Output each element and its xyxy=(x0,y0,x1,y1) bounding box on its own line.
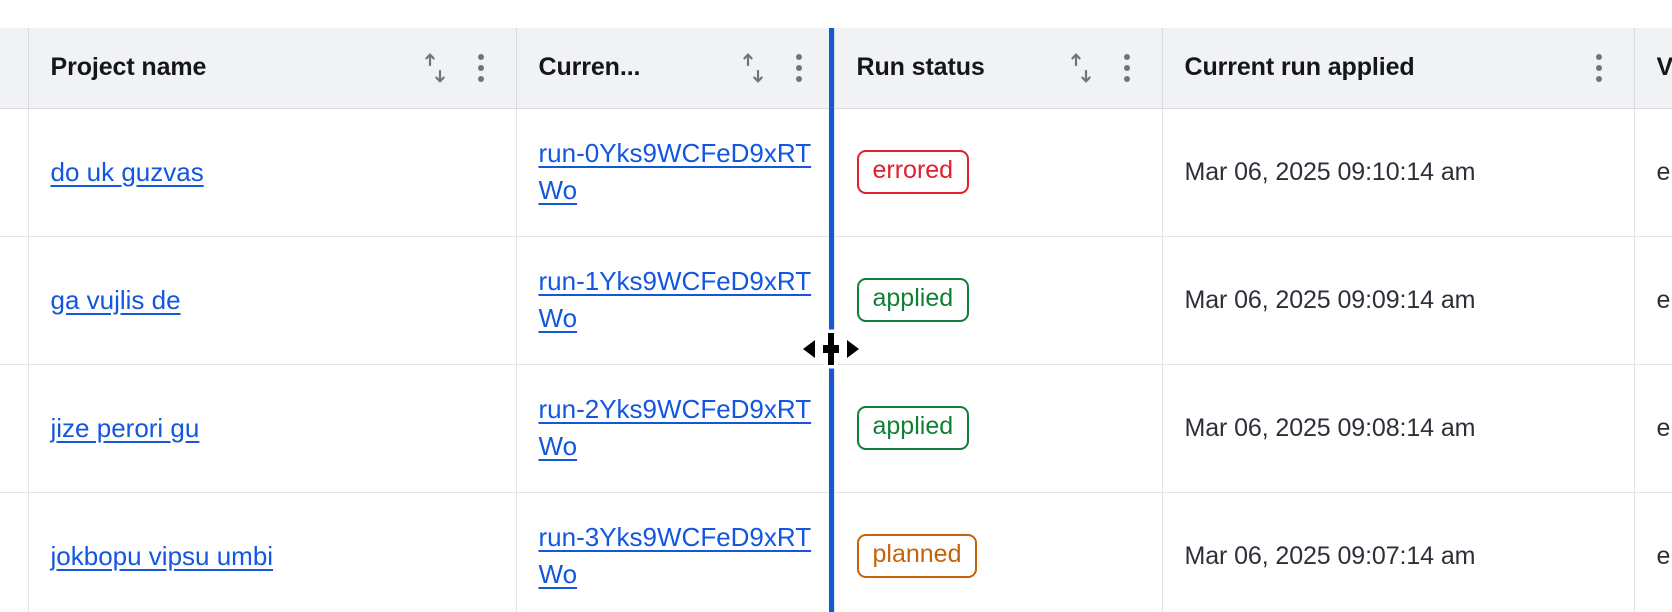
cell-project-name: jize perori gu xyxy=(28,364,517,493)
cell-project-name: do uk guzvas xyxy=(28,108,517,237)
next-cell-text: e xyxy=(1656,413,1671,442)
cell-run-status: applied xyxy=(834,364,1163,493)
kebab-menu-icon[interactable] xyxy=(468,51,494,85)
row-gutter xyxy=(0,364,29,493)
row-gutter xyxy=(0,236,29,365)
run-id-link[interactable]: run-2Yks9WCFeD9xRTWo xyxy=(538,394,812,461)
table-body: do uk guzvas run-0Yks9WCFeD9xRTWo errore… xyxy=(0,108,1672,612)
timestamp-text: Mar 06, 2025 09:08:14 am xyxy=(1184,413,1476,442)
column-header-gutter xyxy=(0,28,29,109)
cell-current-run-applied: Mar 06, 2025 09:09:14 am xyxy=(1162,236,1635,365)
cell-current-run: run-3Yks9WCFeD9xRTWo xyxy=(516,492,835,612)
project-name-link[interactable]: do uk guzvas xyxy=(50,156,204,187)
cell-current-run: run-2Yks9WCFeD9xRTWo xyxy=(516,364,835,493)
cell-run-status: planned xyxy=(834,492,1163,612)
row-gutter xyxy=(0,108,29,237)
column-header-label-current-run-applied: Current run applied xyxy=(1184,53,1415,82)
timestamp-text: Mar 06, 2025 09:10:14 am xyxy=(1184,157,1476,186)
sort-icon[interactable] xyxy=(422,51,448,85)
next-cell-text: e xyxy=(1656,157,1671,186)
table-row: jize perori gu run-2Yks9WCFeD9xRTWo appl… xyxy=(0,364,1672,493)
column-header-label-next: V xyxy=(1656,53,1672,82)
run-id-link[interactable]: run-0Yks9WCFeD9xRTWo xyxy=(538,138,812,205)
kebab-menu-icon[interactable] xyxy=(1114,51,1140,85)
project-name-link[interactable]: jokbopu vipsu umbi xyxy=(50,540,274,571)
kebab-menu-icon[interactable] xyxy=(786,51,812,85)
table-header-row: Project name xyxy=(0,28,1672,109)
cell-project-name: jokbopu vipsu umbi xyxy=(28,492,517,612)
column-header-project-name[interactable]: Project name xyxy=(28,28,517,109)
next-cell-text: e xyxy=(1656,541,1671,570)
table-row: jokbopu vipsu umbi run-3Yks9WCFeD9xRTWo … xyxy=(0,492,1672,612)
table-row: do uk guzvas run-0Yks9WCFeD9xRTWo errore… xyxy=(0,108,1672,237)
column-header-current-run[interactable]: Curren... xyxy=(516,28,835,109)
cell-next: e xyxy=(1634,108,1672,237)
project-name-link[interactable]: jize perori gu xyxy=(50,412,200,443)
column-header-label-current-run: Curren... xyxy=(538,53,641,82)
run-id-link[interactable]: run-1Yks9WCFeD9xRTWo xyxy=(538,266,812,333)
projects-table: Project name xyxy=(0,28,1672,612)
timestamp-text: Mar 06, 2025 09:07:14 am xyxy=(1184,541,1476,570)
column-header-current-run-applied[interactable]: Current run applied xyxy=(1162,28,1635,109)
cell-project-name: ga vujlis de xyxy=(28,236,517,365)
timestamp-text: Mar 06, 2025 09:09:14 am xyxy=(1184,285,1476,314)
cell-run-status: errored xyxy=(834,108,1163,237)
cell-next: e xyxy=(1634,364,1672,493)
cell-current-run: run-0Yks9WCFeD9xRTWo xyxy=(516,108,835,237)
status-badge: applied xyxy=(856,406,970,450)
row-gutter xyxy=(0,492,29,612)
kebab-menu-icon[interactable] xyxy=(1586,51,1612,85)
run-id-link[interactable]: run-3Yks9WCFeD9xRTWo xyxy=(538,522,812,589)
column-header-label-run-status: Run status xyxy=(856,53,985,82)
cell-run-status: applied xyxy=(834,236,1163,365)
cell-next: e xyxy=(1634,236,1672,365)
table-header: Project name xyxy=(0,28,1672,109)
next-cell-text: e xyxy=(1656,285,1671,314)
column-header-next[interactable]: V xyxy=(1634,28,1672,109)
cell-current-run-applied: Mar 06, 2025 09:07:14 am xyxy=(1162,492,1635,612)
cell-next: e xyxy=(1634,492,1672,612)
status-badge: errored xyxy=(856,150,970,194)
table-row: ga vujlis de run-1Yks9WCFeD9xRTWo applie… xyxy=(0,236,1672,365)
cell-current-run-applied: Mar 06, 2025 09:08:14 am xyxy=(1162,364,1635,493)
cell-current-run-applied: Mar 06, 2025 09:10:14 am xyxy=(1162,108,1635,237)
column-header-run-status[interactable]: Run status xyxy=(834,28,1163,109)
status-badge: applied xyxy=(856,278,970,322)
status-badge: planned xyxy=(856,534,978,578)
sort-icon[interactable] xyxy=(1068,51,1094,85)
column-header-label-project-name: Project name xyxy=(50,53,207,82)
cell-current-run: run-1Yks9WCFeD9xRTWo xyxy=(516,236,835,365)
project-name-link[interactable]: ga vujlis de xyxy=(50,284,181,315)
sort-icon[interactable] xyxy=(740,51,766,85)
